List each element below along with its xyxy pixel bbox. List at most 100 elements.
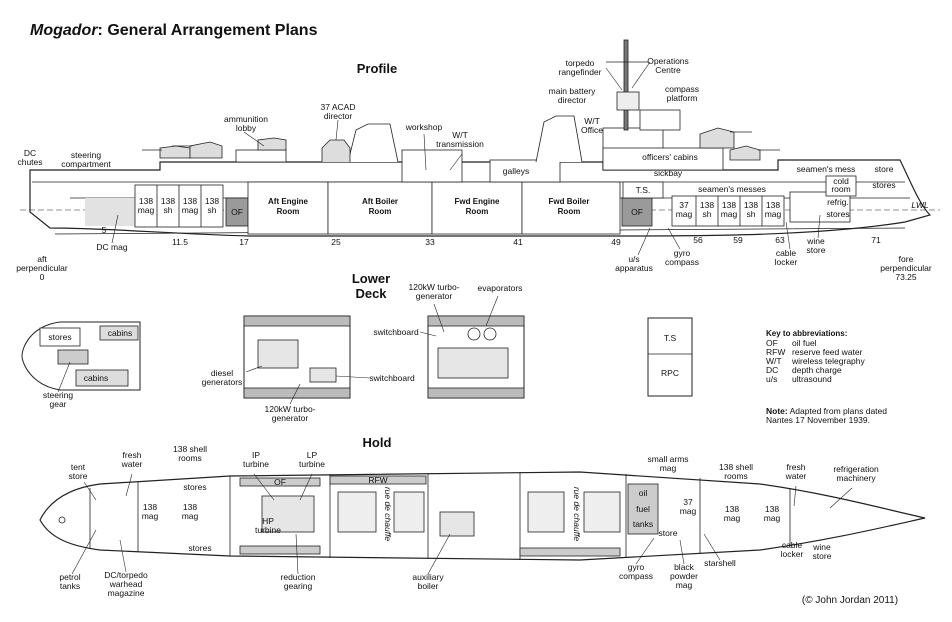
switchboard-block-1 xyxy=(309,367,337,383)
frame-25: 25 xyxy=(331,237,341,247)
refrig-label: refrig. xyxy=(827,197,849,207)
officers-block xyxy=(602,147,724,171)
title-rest: : General Arrangement Plans xyxy=(97,22,318,39)
aft-boiler-room xyxy=(327,181,433,235)
lower-leaders xyxy=(57,295,499,405)
evaporator-1 xyxy=(467,327,481,341)
ts-room xyxy=(622,181,664,199)
profile-leaders xyxy=(111,61,821,256)
frame-59: 59 xyxy=(733,235,743,245)
hold-view: OF RFW rue de chauffe rue de chauffe oil… xyxy=(39,444,926,598)
frame-5: 5 xyxy=(102,225,107,235)
fwd-engine-top-band xyxy=(427,315,525,327)
hold-of-top xyxy=(239,477,321,487)
frame-63: 63 xyxy=(775,235,785,245)
fwd-funnel xyxy=(535,115,583,163)
hold-hull xyxy=(39,471,926,561)
boiler-1 xyxy=(337,491,377,533)
sickbay-label: sickbay xyxy=(654,168,683,178)
hold-of-label: OF xyxy=(274,477,286,487)
workshop-house xyxy=(401,149,463,183)
gun-turret-aft2 xyxy=(189,141,223,159)
evaporator-2 xyxy=(483,327,497,341)
frame-56: 56 xyxy=(693,235,703,245)
stern-stores-label: stores xyxy=(48,332,71,342)
fwd-turbo-block xyxy=(437,347,509,379)
frame-49: 49 xyxy=(611,237,621,247)
hold-bulkheads xyxy=(89,472,791,560)
frame-33: 33 xyxy=(425,237,435,247)
frame-41: 41 xyxy=(513,237,523,247)
seamens-messes-label: seamen's messes xyxy=(698,184,766,194)
profile-hull xyxy=(29,159,932,237)
stern-gear-box xyxy=(57,349,89,365)
chauffe-label-2: rue de chauffe xyxy=(572,487,582,542)
frame-71: 71 xyxy=(871,235,881,245)
oil-fuel-tanks xyxy=(627,483,659,535)
boiler-2 xyxy=(393,491,425,533)
dc-mag-label: DC mag xyxy=(96,242,127,252)
page-title: Mogador: General Arrangement Plans xyxy=(30,22,317,40)
frame-11-5: 11.5 xyxy=(172,237,188,247)
galleys-label: galleys xyxy=(503,166,529,176)
key-text-2: wireless telegraphy xyxy=(791,356,866,366)
hold-of-bot xyxy=(239,545,321,555)
hold-stern-circle xyxy=(58,516,66,524)
officers-cabins-label: officers' cabins xyxy=(642,152,698,162)
fwd-engine-room xyxy=(431,181,523,235)
ts-rpc-box xyxy=(647,317,693,397)
abbreviation-key: Key to abbreviations: OF oil fuel RFW re… xyxy=(766,329,887,425)
chauffe-label-1: rue de chauffe xyxy=(383,487,393,542)
profile-heading: Profile xyxy=(357,61,397,76)
turbine-block xyxy=(261,495,315,533)
ts-lower-label: T.S xyxy=(664,333,677,343)
mast xyxy=(623,39,629,131)
of-aft-label: OF xyxy=(231,207,243,217)
hold-fuel-label: fuel xyxy=(636,504,650,514)
title-ship-name: Mogador xyxy=(30,22,98,39)
gun-turret-fwd2 xyxy=(729,145,761,161)
cabins-label-1: cabins xyxy=(108,328,133,338)
aft-deckhouse xyxy=(235,149,287,163)
frame-17: 17 xyxy=(239,237,249,247)
aux-boiler-block xyxy=(439,511,475,537)
lwl-label: LWL xyxy=(911,200,928,210)
compass-platform-house xyxy=(639,109,681,131)
hold-leaders xyxy=(71,473,853,575)
director-top xyxy=(616,91,640,111)
switchboard-label-2: switchboard xyxy=(373,327,419,337)
rpc-label: RPC xyxy=(661,368,679,378)
